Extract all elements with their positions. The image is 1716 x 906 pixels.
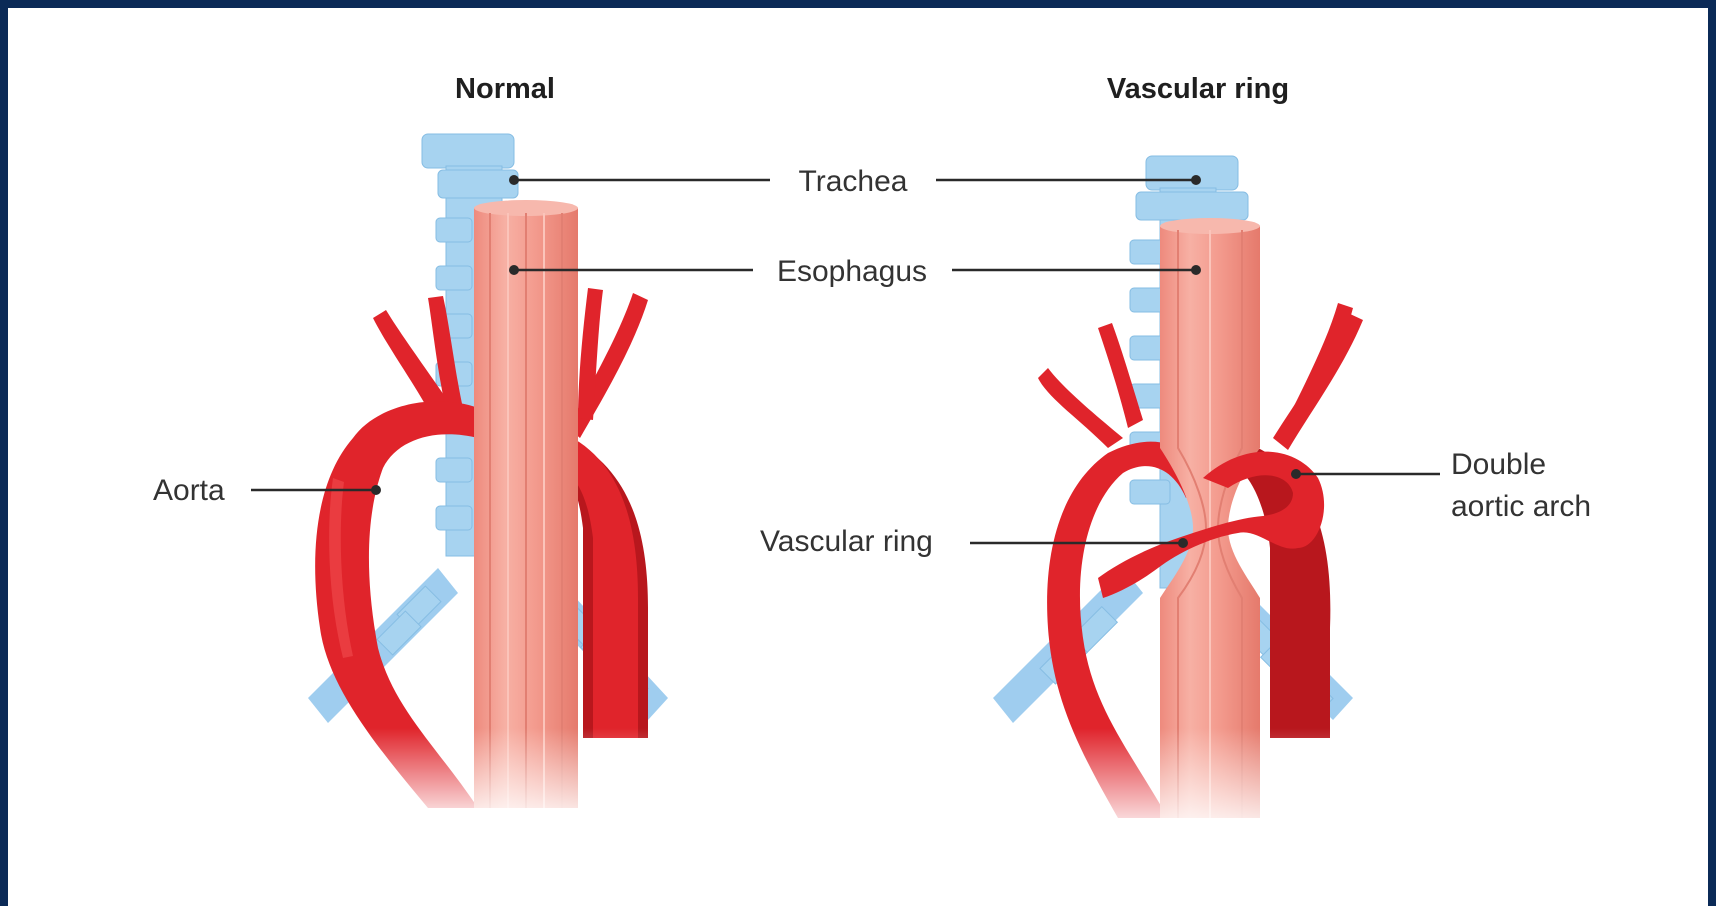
esophagus-dot-left: [509, 265, 519, 275]
label-vascular-ring-group: Vascular ring: [760, 525, 1188, 558]
esophagus-dot-right: [1191, 265, 1201, 275]
title-normal: Normal: [455, 73, 555, 105]
vascular-ring-dot: [1178, 538, 1188, 548]
title-vascular-ring: Vascular ring: [1107, 73, 1289, 105]
label-double-aortic-arch-line2: aortic arch: [1451, 490, 1591, 523]
normal-esophagus: [474, 200, 578, 808]
label-double-aortic-arch-line1: Double: [1451, 448, 1546, 481]
normal-anatomy: [288, 134, 708, 828]
label-vascular-ring: Vascular ring: [760, 525, 933, 558]
trachea-dot-left: [509, 175, 519, 185]
label-double-aortic-arch-group: Double aortic arch: [1291, 448, 1591, 523]
label-esophagus-group: Esophagus: [509, 255, 1201, 288]
double-aortic-arch-dot: [1291, 469, 1301, 479]
trachea-dot-right: [1191, 175, 1201, 185]
label-aorta: Aorta: [153, 474, 225, 507]
label-trachea-group: Trachea: [509, 165, 1201, 198]
label-trachea: Trachea: [799, 165, 908, 198]
aorta-dot: [371, 485, 381, 495]
diagram-frame: Normal Vascular ring Trachea Esophagus A…: [8, 8, 1708, 906]
vascular-ring-anatomy: [968, 156, 1388, 838]
anatomy-diagram: Normal Vascular ring Trachea Esophagus A…: [8, 8, 1708, 906]
label-esophagus: Esophagus: [777, 255, 927, 288]
